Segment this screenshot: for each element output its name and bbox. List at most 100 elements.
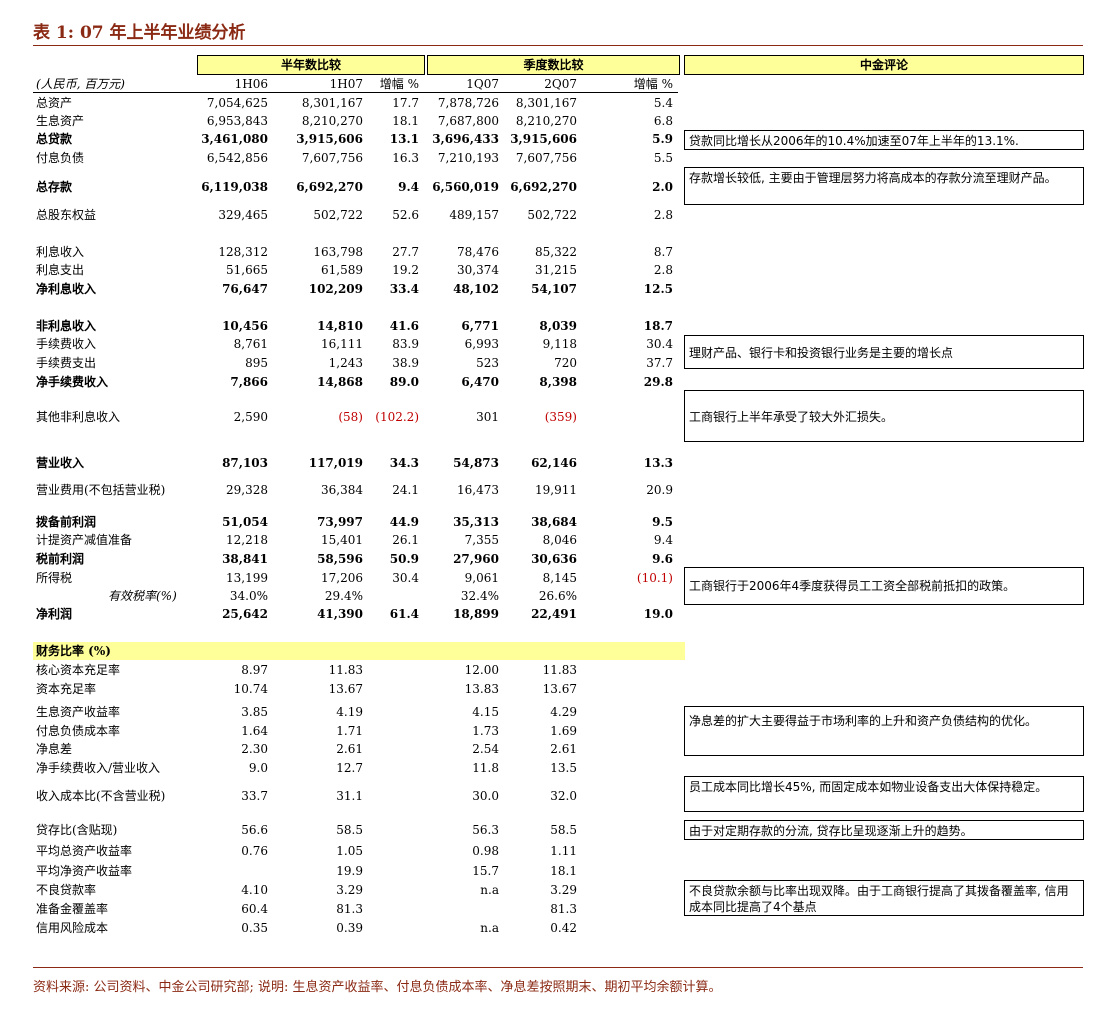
table-cell: 22,491	[531, 607, 577, 621]
comment-fee-income: 理财产品、银行卡和投资银行业务是主要的增长点	[684, 335, 1084, 369]
table-cell: 1.64	[241, 724, 268, 738]
table-cell: 41.6	[389, 319, 419, 333]
table-cell: 30.0	[472, 789, 499, 803]
table-cell: 3,696,433	[432, 132, 499, 146]
table-cell: 128,312	[218, 245, 268, 259]
table-cell: 6,470	[461, 375, 499, 389]
table-cell: 36,384	[321, 483, 363, 497]
table-cell: 6,993	[464, 337, 499, 351]
table-cell: (58)	[338, 410, 363, 424]
table-cell: 30,636	[531, 552, 577, 566]
table-cell: 73,997	[317, 515, 363, 529]
table-cell: 11.8	[472, 761, 499, 775]
table-cell: 52.6	[392, 208, 419, 222]
table-cell: 2.30	[241, 742, 268, 756]
table-cell	[600, 843, 673, 859]
table-cell: 5.4	[653, 96, 673, 110]
table-cell: 4.10	[241, 883, 268, 897]
table-cell: 27.7	[392, 245, 419, 259]
table-cell: 76,647	[222, 282, 268, 296]
table-cell: 502,722	[313, 208, 363, 222]
table-cell: 8.97	[241, 663, 268, 677]
table-cell: 163,798	[313, 245, 363, 259]
table-cell: 8,210,270	[301, 114, 363, 128]
table-cell: 4.19	[336, 705, 363, 719]
table-cell	[365, 863, 419, 879]
table-cell: 9.4	[653, 533, 673, 547]
table-cell: 60.4	[241, 902, 268, 916]
table-cell: (10.1)	[636, 571, 673, 585]
table-cell: 4.15	[472, 705, 499, 719]
row-label: 营业收入	[36, 456, 85, 470]
table-cell: 17,206	[321, 571, 363, 585]
comment-npl: 不良贷款余额与比率出现双降。由于工商银行提高了其拨备覆盖率, 信用成本同比提高了…	[684, 880, 1084, 916]
row-label: 营业费用(不包括营业税)	[36, 483, 166, 497]
table-cell: 13.1	[389, 132, 419, 146]
row-label: 付息负债	[36, 151, 85, 165]
table-cell: 50.9	[389, 552, 419, 566]
header-rule	[33, 92, 678, 93]
table-cell	[600, 901, 673, 917]
table-cell: 0.98	[472, 844, 499, 858]
table-cell: 4.29	[550, 705, 577, 719]
table-cell	[600, 760, 673, 776]
table-cell	[365, 760, 419, 776]
col-header-2q07: 2Q07	[544, 77, 577, 91]
table-cell: 16,111	[321, 337, 363, 351]
table-cell: 1.69	[550, 724, 577, 738]
table-cell: 6.8	[653, 114, 673, 128]
table-cell: 35,313	[453, 515, 499, 529]
table-cell: 51,054	[222, 515, 268, 529]
table-cell: 83.9	[392, 337, 419, 351]
table-cell: 58.5	[336, 823, 363, 837]
table-cell	[600, 822, 673, 838]
row-label: 非利息收入	[36, 319, 97, 333]
table-cell: 32.0	[550, 789, 577, 803]
table-cell: 3,461,080	[201, 132, 268, 146]
bottom-rule	[33, 967, 1083, 968]
row-label: 贷存比(含贴现)	[36, 823, 118, 837]
table-cell	[600, 882, 673, 898]
table-cell: (102.2)	[375, 410, 419, 424]
row-label: 生息资产	[36, 114, 85, 128]
row-label: 总股东权益	[36, 208, 97, 222]
table-cell: 14,810	[317, 319, 363, 333]
table-cell: 0.35	[241, 921, 268, 935]
row-label: 不良贷款率	[36, 883, 97, 897]
table-cell: 12,218	[226, 533, 268, 547]
row-label: 其他非利息收入	[36, 410, 121, 424]
table-cell: 58.5	[550, 823, 577, 837]
table-cell: 19,911	[535, 483, 577, 497]
table-cell: (359)	[544, 410, 577, 424]
table-cell: 8,039	[539, 319, 577, 333]
row-label: 利息支出	[36, 263, 85, 277]
table-cell: 8,046	[542, 533, 577, 547]
table-cell: 38,841	[222, 552, 268, 566]
row-label: 计提资产减值准备	[36, 533, 133, 547]
row-label: 收入成本比(不含营业税)	[36, 789, 166, 803]
table-cell: 1.73	[472, 724, 499, 738]
table-cell: 26.6%	[538, 589, 577, 603]
table-cell: 1.71	[336, 724, 363, 738]
table-cell: 9.0	[248, 761, 268, 775]
table-cell: 29,328	[226, 483, 268, 497]
comment-cost: 员工成本同比增长45%, 而固定成本如物业设备支出大体保持稳定。	[684, 776, 1084, 812]
table-cell: n.a	[480, 921, 499, 935]
col-header-growth-quarter: 增幅 %	[633, 77, 673, 91]
row-label: 净手续费收入/营业收入	[36, 761, 161, 775]
row-label: 税前利润	[36, 552, 85, 566]
table-cell: 502,722	[527, 208, 577, 222]
table-cell	[365, 901, 419, 917]
table-cell: 3,915,606	[296, 132, 363, 146]
table-cell	[365, 723, 419, 739]
table-cell: 33.4	[389, 282, 419, 296]
table-cell: 6,119,038	[201, 180, 268, 194]
table-cell: 489,157	[449, 208, 499, 222]
table-cell: 13.67	[542, 682, 577, 696]
table-cell	[600, 681, 673, 697]
table-cell: 5.9	[652, 132, 673, 146]
comment-ldr: 由于对定期存款的分流, 贷存比呈现逐渐上升的趋势。	[684, 820, 1084, 840]
table-cell: 6,542,856	[206, 151, 268, 165]
table-cell: 29.4%	[324, 589, 363, 603]
comment-deposits: 存款增长较低, 主要由于管理层努力将高成本的存款分流至理财产品。	[684, 167, 1084, 205]
